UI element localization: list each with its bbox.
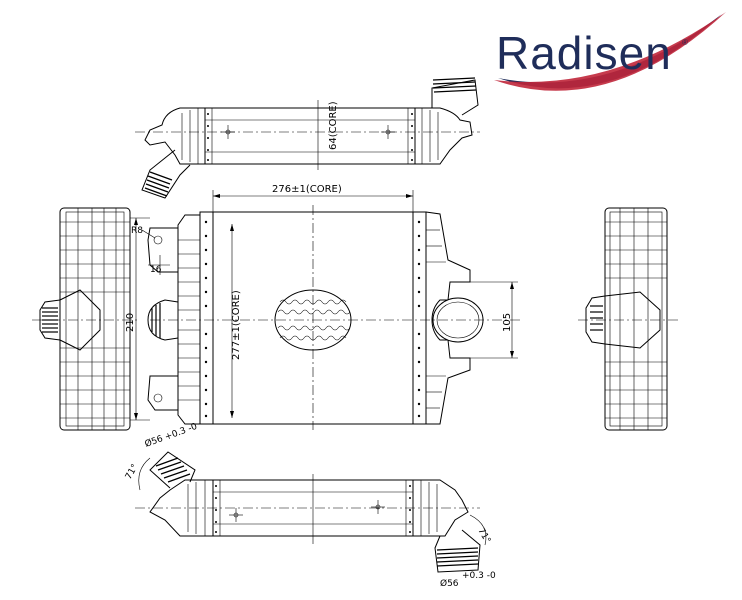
pipe-diameter-top-label: Ø56 — [143, 433, 164, 450]
front-view: 276±1(CORE) 277±1(CORE) — [125, 184, 520, 430]
port-spacing-label: 105 — [502, 313, 513, 332]
right-side-view — [578, 207, 680, 431]
left-side-view — [32, 207, 140, 431]
registered-mark: ® — [682, 38, 688, 47]
bottom-view: Ø56 +0.3 -0 71° Ø56 +0.3 -0 71° — [124, 422, 496, 589]
angle-label-right: 71° — [475, 527, 492, 546]
pipe-tolerance-bottom-label: +0.3 -0 — [462, 571, 496, 581]
brand-logo: Radisen ® — [490, 8, 730, 100]
pipe-tolerance-top-label: +0.3 -0 — [164, 422, 199, 443]
offset-label: 16 — [150, 265, 162, 275]
core-width-label: 276±1(CORE) — [272, 184, 342, 195]
logo-swoosh — [494, 12, 726, 91]
radius-label: R8 — [131, 226, 143, 236]
brand-name: Radisen — [496, 27, 672, 79]
angle-label-left: 71° — [124, 463, 141, 482]
top-view: 64(CORE) — [135, 77, 480, 199]
core-height-label: 277±1(CORE) — [231, 290, 242, 360]
core-depth-label: 64(CORE) — [328, 101, 339, 150]
pipe-diameter-bottom-label: Ø56 — [440, 578, 459, 589]
